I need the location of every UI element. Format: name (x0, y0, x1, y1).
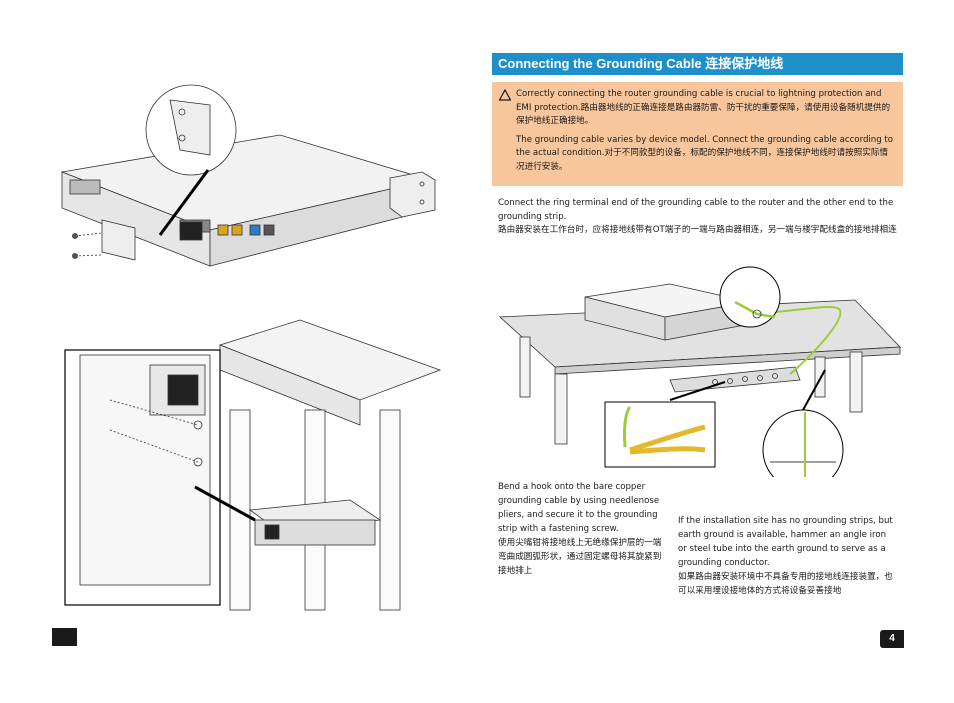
intro-zh: 路由器安装在工作台时，应将接地线带有OT端子的一端与路由器相连，另一端与楼宇配线… (498, 225, 897, 235)
bend-hook-text: Bend a hook onto the bare copper groundi… (498, 480, 666, 578)
warning-paragraph-1: Correctly connecting the router groundin… (516, 89, 891, 126)
section-title: Connecting the Grounding Cable 连接保护地线 (492, 53, 903, 75)
intro-en: Connect the ring terminal end of the gro… (498, 198, 894, 222)
router-with-brackets-drawing (60, 84, 436, 267)
intro-text: Connect the ring terminal end of the gro… (498, 197, 898, 238)
ground-zh: 如果路由器安装环境中不具备专用的接地线连接装置，也可以采用埋设接地体的方式将设备… (678, 572, 893, 596)
ground-en: If the installation site has no groundin… (678, 516, 893, 568)
grounding-illustration (499, 266, 901, 477)
earth-ground-text: If the installation site has no groundin… (678, 514, 896, 598)
page-tab-marker (52, 628, 77, 646)
warning-box: Correctly connecting the router groundin… (492, 82, 903, 186)
page-number: 4 (880, 630, 904, 648)
bend-zh: 使用尖嘴钳将接地线上无绝缘保护层的一端弯曲成圆弧形状，通过固定螺母将其旋紧到接地… (498, 538, 662, 576)
rack-mount-illustration (60, 84, 442, 611)
rack-installation-drawing (64, 319, 442, 611)
bend-en: Bend a hook onto the bare copper groundi… (498, 482, 660, 534)
warning-triangle-icon (499, 89, 511, 101)
warning-paragraph-2: The grounding cable varies by device mod… (516, 134, 894, 172)
